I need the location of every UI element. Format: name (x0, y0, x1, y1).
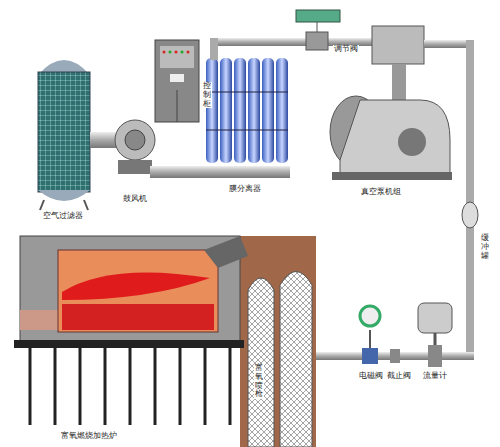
part-label: 空气过滤器 (42, 212, 84, 221)
part-label: 控制柜 (202, 82, 212, 108)
part-label: 鼓风机 (122, 195, 148, 204)
part-label: 富氧喷枪 (254, 364, 264, 399)
part-label: 真空泵机组 (360, 188, 402, 197)
part-label: 调节阀 (333, 45, 359, 54)
part-label: 截止阀 (386, 372, 412, 381)
part-label: 富氧燃烧加热炉 (60, 432, 118, 441)
part-label: 膜分离器 (228, 185, 262, 194)
part-label: 流量计 (422, 372, 448, 381)
part-label: 缓冲罐 (480, 234, 490, 260)
part-label: 电磁阀 (358, 372, 384, 381)
